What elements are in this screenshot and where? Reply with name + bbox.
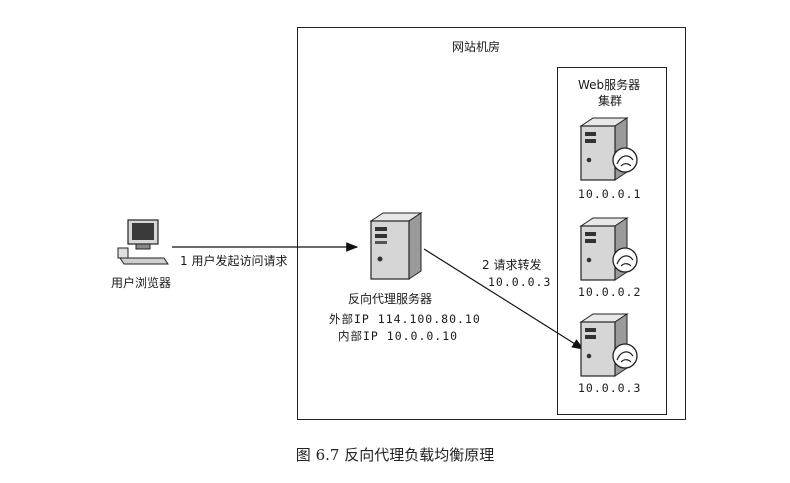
- step1-label: 1 用户发起访问请求: [180, 254, 288, 268]
- cluster-title-line2: 集群: [598, 94, 623, 108]
- server-ip-2: 10.0.0.2: [578, 285, 642, 299]
- figure-caption: 图 6.7 反向代理负载均衡原理: [295, 446, 495, 464]
- datacenter-title: 网站机房: [452, 40, 501, 54]
- step2-label: 2 请求转发: [482, 258, 542, 272]
- cluster-title-line1: Web服务器: [578, 78, 641, 92]
- server-ip-3: 10.0.0.3: [578, 381, 642, 395]
- proxy-name: 反向代理服务器: [348, 292, 433, 306]
- arrow-proxy-to-server3: [423, 248, 585, 350]
- web-server-icon-2: [579, 217, 638, 281]
- web-server-icon-3: [579, 313, 638, 377]
- client-label: 用户浏览器: [111, 276, 172, 290]
- proxy-external-ip: 外部IP 114.100.80.10: [329, 312, 481, 326]
- server-tower-icon: [369, 212, 423, 280]
- step2-target-label: 10.0.0.3: [488, 275, 552, 289]
- proxy-internal-ip: 内部IP 10.0.0.10: [338, 329, 459, 343]
- desktop-computer-icon: [117, 219, 169, 265]
- datacenter-box: [297, 27, 686, 420]
- cluster-box: [557, 67, 667, 415]
- web-server-icon-1: [579, 117, 638, 181]
- server-ip-1: 10.0.0.1: [578, 187, 642, 201]
